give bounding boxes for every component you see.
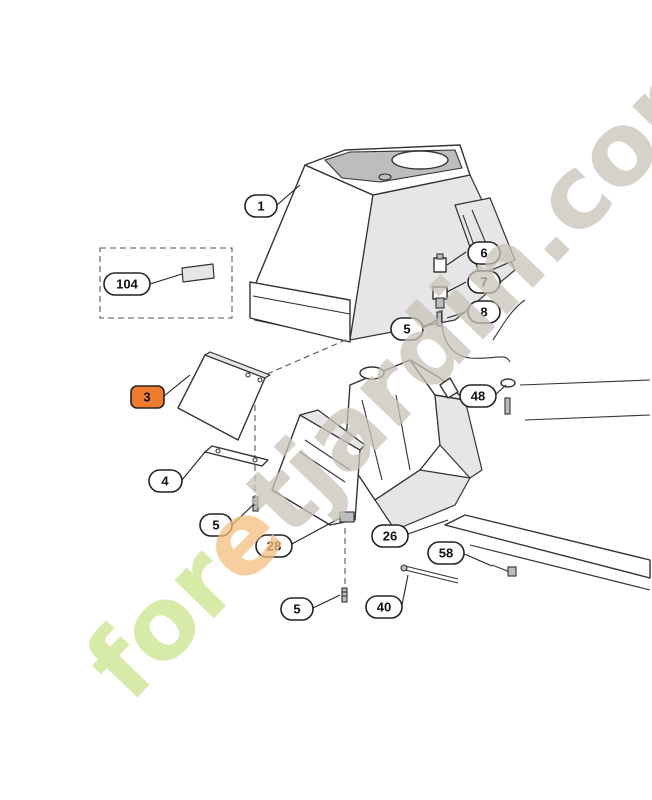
callout-40-label: 40 (377, 600, 391, 615)
part-8-wire (441, 309, 511, 363)
part-28-guard (271, 409, 366, 526)
part-3-flap (177, 351, 271, 441)
part-40-rod (400, 564, 459, 584)
part-26-chute (344, 359, 483, 531)
part-58-bolt (491, 564, 517, 577)
callout-7-label: 7 (480, 275, 487, 290)
callout-5-middle-label: 5 (212, 518, 219, 533)
callout-5-upper-label: 5 (403, 322, 410, 337)
callout-3-highlighted: 3 (130, 385, 165, 409)
leader-lines (149, 184, 507, 609)
part-5-bolt-bottom (341, 587, 348, 603)
callout-5-middle: 5 (199, 513, 233, 537)
callout-7: 7 (467, 270, 501, 294)
callouts: 1 6 7 8 5 104 3 48 (103, 194, 501, 621)
callout-8-label: 8 (480, 305, 487, 320)
callout-104: 104 (103, 272, 151, 296)
svg-text:foretjardin.com: foretjardin.com (63, 11, 652, 722)
callout-104-label: 104 (116, 277, 138, 292)
callout-48: 48 (459, 384, 497, 408)
callout-6-label: 6 (480, 246, 487, 261)
callout-5-lower: 5 (280, 597, 314, 621)
part-4-hinge-bar (204, 445, 269, 467)
callout-3-label: 3 (143, 390, 150, 405)
callout-6: 6 (467, 241, 501, 265)
part-7-connector (432, 286, 448, 309)
callout-26: 26 (371, 524, 409, 548)
callout-4: 4 (148, 469, 183, 493)
callout-1: 1 (244, 194, 278, 218)
callout-5-lower-label: 5 (293, 602, 300, 617)
part-48-nut (500, 378, 516, 415)
callout-26-label: 26 (383, 529, 397, 544)
callout-28: 28 (255, 534, 293, 558)
part-104-group-box (99, 247, 233, 319)
callout-58-label: 58 (439, 546, 453, 561)
callout-40: 40 (365, 595, 403, 619)
watermark-logo: foretjardin.com (63, 11, 652, 722)
callout-1-label: 1 (257, 199, 264, 214)
part-6-switch (433, 253, 447, 273)
callout-28-label: 28 (267, 539, 281, 554)
part-1-housing (249, 144, 516, 343)
callout-4-label: 4 (161, 474, 169, 489)
frame-plate (444, 379, 651, 591)
callout-8: 8 (467, 300, 501, 324)
callout-5-upper: 5 (390, 317, 424, 341)
callout-48-label: 48 (471, 389, 485, 404)
part-5-bolt-lower-left (252, 496, 259, 512)
part-104-plate (181, 263, 215, 283)
callout-58: 58 (427, 541, 465, 565)
